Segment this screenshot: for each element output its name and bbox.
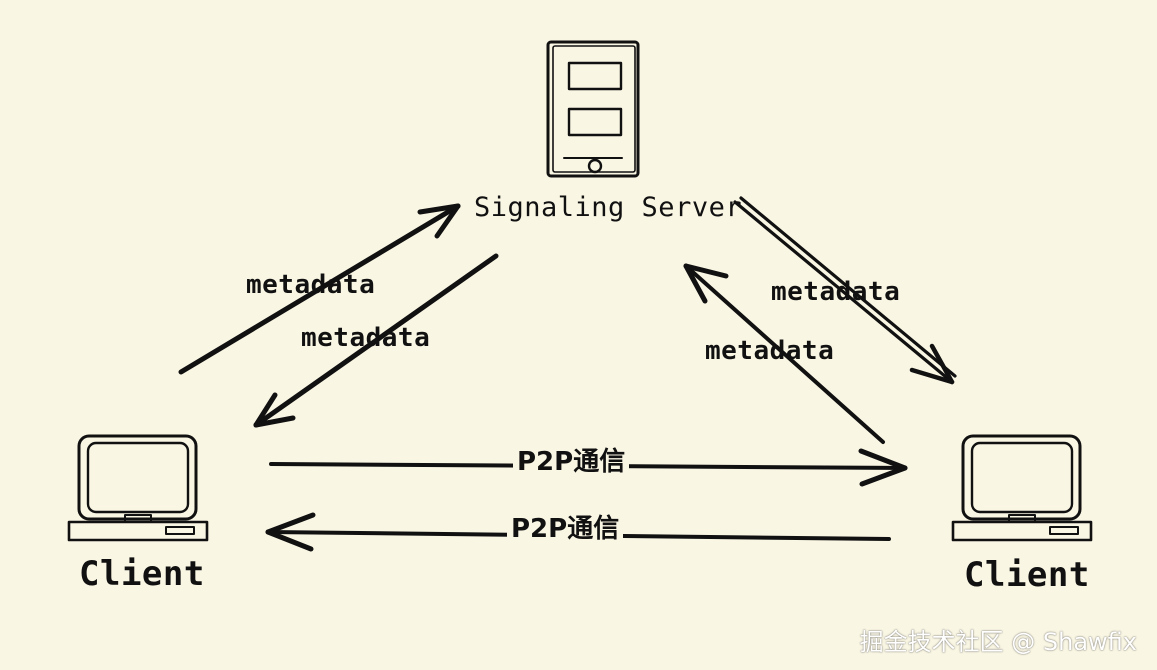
server-label: Signaling Server (474, 192, 743, 223)
client-label-right: Client (964, 555, 1090, 595)
server-icon (546, 40, 640, 178)
edge-label-server-to-right: metadata (771, 277, 901, 307)
computer-icon-right (951, 434, 1093, 542)
computer-icon-left (67, 434, 209, 542)
edge-label-right-to-server: metadata (705, 336, 835, 366)
arrow-right-to-server (683, 263, 885, 444)
client-label-left: Client (79, 554, 205, 594)
arrow-server-to-right (733, 196, 957, 385)
edge-label-p2p-left-to-right: P2P通信 (513, 449, 630, 475)
edge-label-server-to-left: metadata (301, 323, 431, 353)
edge-label-p2p-right-to-left: P2P通信 (507, 516, 624, 542)
edge-label-left-to-server: metadata (246, 270, 376, 300)
arrow-left-to-server (178, 203, 461, 375)
arrow-server-to-left (253, 253, 499, 428)
watermark: 掘金技术社区 @ Shawfix (859, 628, 1137, 656)
